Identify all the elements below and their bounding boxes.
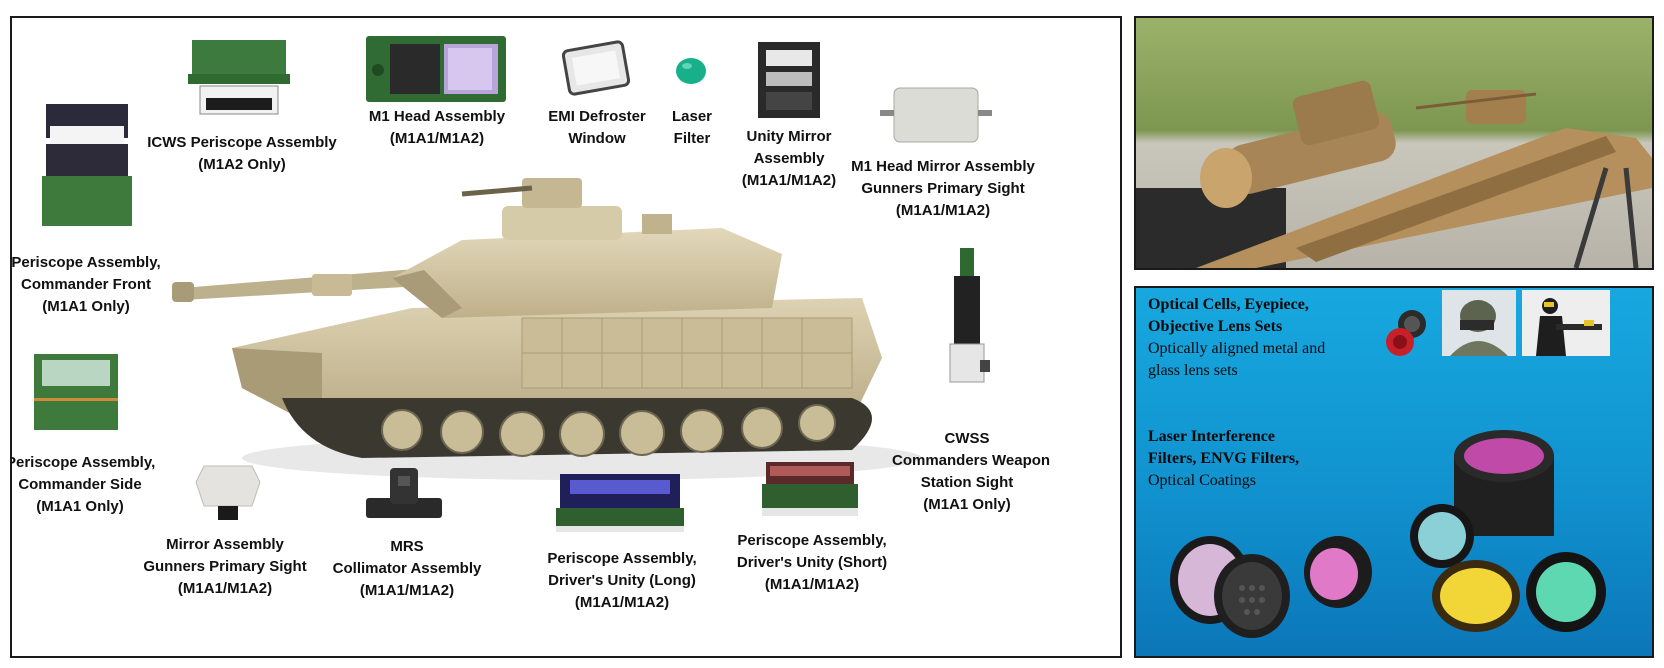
emi-defroster-window-image <box>561 40 631 96</box>
head-mirror-assembly-image <box>880 87 992 143</box>
optical-cells-title-line1: Optical Cells, Eyepiece, <box>1148 296 1309 313</box>
icws-periscope-label: ICWS Periscope Assembly(M1A2 Only) <box>147 134 337 173</box>
commander-side-periscope-label: Periscope Assembly,Commander Side(M1A1 O… <box>10 454 156 515</box>
eyepiece-image <box>1386 310 1426 356</box>
laser-filters-text: Laser Interference Filters, ENVG Filters… <box>1148 426 1299 492</box>
m1-head-assembly-image <box>366 36 506 102</box>
driver-unity-long-label: Periscope Assembly,Driver's Unity (Long)… <box>547 550 697 611</box>
driver-unity-short-label: Periscope Assembly,Driver's Unity (Short… <box>736 532 888 593</box>
laser-filters-title-line2: Filters, ENVG Filters, <box>1148 450 1300 467</box>
mrs-collimator-image <box>366 468 442 518</box>
rifle-scope-photo-image <box>1136 18 1652 268</box>
optical-cells-text: Optical Cells, Eyepiece, Objective Lens … <box>1148 294 1325 382</box>
driver-unity-long-image <box>556 474 684 532</box>
lens-set-image <box>1170 536 1372 638</box>
commander-front-periscope-label: Periscope Assembly,Commander Front(M1A1 … <box>11 254 161 315</box>
tank-optics-panel: ICWS Periscope Assembly(M1A2 Only) M1 He… <box>10 16 1122 658</box>
optical-products-panel: Optical Cells, Eyepiece, Objective Lens … <box>1134 286 1654 658</box>
soldier-rifle-photo <box>1522 290 1610 356</box>
optical-cells-desc-line2: glass lens sets <box>1148 362 1238 379</box>
soldier-night-vision-photo <box>1442 290 1516 356</box>
laser-filters-title-line1: Laser Interference <box>1148 428 1275 445</box>
laser-filter-image <box>676 58 706 84</box>
unity-mirror-assembly-image <box>758 42 820 118</box>
commander-side-periscope-image <box>34 354 118 430</box>
laser-filters-desc: Optical Coatings <box>1148 472 1256 489</box>
driver-unity-short-image <box>762 462 858 516</box>
optical-cells-title-line2: Objective Lens Sets <box>1148 318 1283 335</box>
optical-cells-desc-line1: Optically aligned metal and <box>1148 340 1326 357</box>
cwss-sight-image <box>949 248 990 383</box>
mirror-assembly-gps-image <box>195 465 261 520</box>
rifle-optic-photo <box>1134 16 1654 270</box>
filter-lens-cluster-image <box>1410 430 1606 632</box>
commander-front-periscope-image <box>42 104 132 226</box>
abrams-tank-image <box>172 178 922 480</box>
icws-periscope-image <box>188 40 290 115</box>
m1-head-assembly-label: M1 Head Assembly(M1A1/M1A2) <box>368 108 506 147</box>
